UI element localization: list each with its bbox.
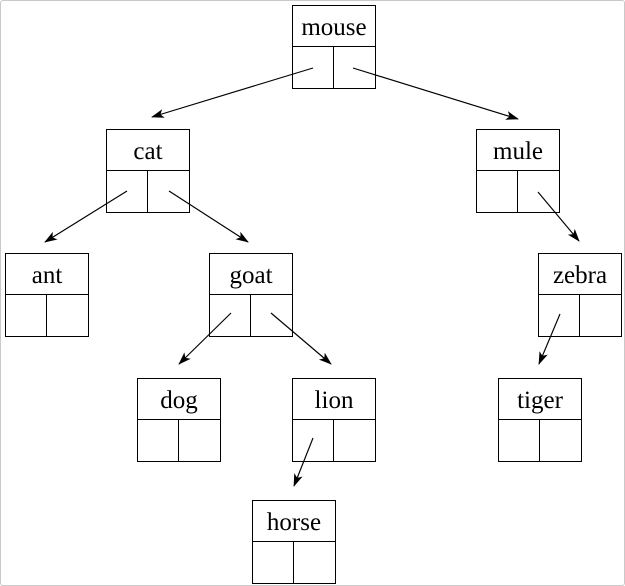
tree-node-mouse: mouse [292, 5, 376, 89]
node-right-pointer-cell-cat [148, 171, 189, 212]
node-left-pointer-cell-cat [107, 171, 148, 212]
node-label-mouse: mouse [292, 5, 376, 47]
node-pointer-cells-cat [106, 171, 190, 213]
tree-node-lion: lion [292, 378, 376, 462]
node-left-pointer-cell-zebra [539, 295, 580, 336]
node-left-pointer-cell-horse [253, 542, 294, 583]
tree-node-goat: goat [209, 253, 293, 337]
tree-node-zebra: zebra [538, 253, 622, 337]
node-right-pointer-cell-lion [334, 420, 375, 461]
node-right-pointer-cell-goat [251, 295, 292, 336]
node-pointer-cells-dog [137, 420, 221, 462]
node-right-pointer-cell-mouse [334, 47, 375, 88]
node-right-pointer-cell-ant [47, 295, 88, 336]
node-left-pointer-cell-dog [138, 420, 179, 461]
tree-node-horse: horse [252, 500, 336, 584]
node-label-horse: horse [252, 500, 336, 542]
edge-mouse-left-to-cat [151, 67, 314, 118]
node-left-pointer-cell-mule [477, 171, 518, 212]
node-label-goat: goat [209, 253, 293, 295]
node-label-dog: dog [137, 378, 221, 420]
node-right-pointer-cell-dog [179, 420, 220, 461]
tree-node-ant: ant [5, 253, 89, 337]
node-left-pointer-cell-tiger [499, 420, 540, 461]
node-pointer-cells-goat [209, 295, 293, 337]
node-pointer-cells-tiger [498, 420, 582, 462]
tree-node-mule: mule [476, 129, 560, 213]
node-left-pointer-cell-goat [210, 295, 251, 336]
node-label-lion: lion [292, 378, 376, 420]
node-pointer-cells-zebra [538, 295, 622, 337]
node-pointer-cells-lion [292, 420, 376, 462]
node-label-mule: mule [476, 129, 560, 171]
node-left-pointer-cell-mouse [293, 47, 334, 88]
tree-node-cat: cat [106, 129, 190, 213]
node-label-tiger: tiger [498, 378, 582, 420]
tree-node-dog: dog [137, 378, 221, 462]
node-label-cat: cat [106, 129, 190, 171]
node-left-pointer-cell-ant [6, 295, 47, 336]
tree-node-tiger: tiger [498, 378, 582, 462]
node-left-pointer-cell-lion [293, 420, 334, 461]
node-right-pointer-cell-tiger [540, 420, 581, 461]
node-right-pointer-cell-mule [518, 171, 559, 212]
edge-mouse-right-to-mule [352, 67, 519, 120]
node-label-zebra: zebra [538, 253, 622, 295]
node-pointer-cells-mule [476, 171, 560, 213]
node-pointer-cells-mouse [292, 47, 376, 89]
node-label-ant: ant [5, 253, 89, 295]
node-pointer-cells-ant [5, 295, 89, 337]
node-right-pointer-cell-horse [294, 542, 335, 583]
node-pointer-cells-horse [252, 542, 336, 584]
node-right-pointer-cell-zebra [580, 295, 621, 336]
